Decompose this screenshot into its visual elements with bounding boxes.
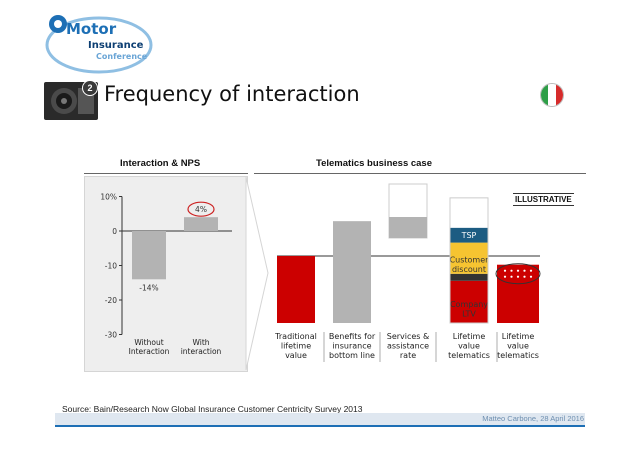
nps-bar xyxy=(184,217,218,231)
lifetime-highlight-circle xyxy=(495,263,541,285)
flag-white-stripe xyxy=(548,84,556,106)
dot-pattern xyxy=(510,275,513,278)
footer-line xyxy=(55,425,585,427)
logo-line3: Conference xyxy=(96,52,148,61)
nps-y-tick-label: 10% xyxy=(100,193,117,202)
highlight-circle xyxy=(187,201,215,217)
source-note: Source: Bain/Research Now Global Insuran… xyxy=(62,404,363,414)
nps-data-label: -14% xyxy=(139,283,158,292)
nps-y-tick-label: 0 xyxy=(112,227,117,236)
section-icon xyxy=(44,82,98,120)
left-section-rule xyxy=(84,173,248,174)
illustrative-label: ILLUSTRATIVE xyxy=(513,193,574,206)
footer-bar xyxy=(55,413,585,425)
nps-y-tick-label: -30 xyxy=(105,331,117,340)
italy-flag-icon xyxy=(541,84,563,106)
section-number-badge: 2 xyxy=(82,80,98,96)
page-title: Frequency of interaction xyxy=(104,82,360,106)
stack-outline xyxy=(449,197,489,324)
stack-tsp-label: TSP xyxy=(461,231,477,240)
dot-pattern xyxy=(529,269,533,272)
nps-y-tick-label: -20 xyxy=(105,296,117,305)
waterfall-bar xyxy=(389,217,427,238)
waterfall-bar xyxy=(277,256,315,323)
right-section-rule xyxy=(254,173,586,174)
dot-pattern xyxy=(516,269,520,272)
author-note: Matteo Carbone, 28 April 2016 xyxy=(482,414,584,423)
dot-pattern xyxy=(523,269,526,272)
motor-insurance-conference-logo: Motor Insurance Conference xyxy=(45,15,153,74)
stack-separator xyxy=(450,273,488,281)
dot-pattern xyxy=(523,275,526,278)
stack-tsp xyxy=(450,227,488,243)
dot-pattern xyxy=(529,275,533,278)
stack-company-ltv xyxy=(450,280,488,323)
dot-pattern xyxy=(516,275,520,278)
nps-bar xyxy=(132,231,166,280)
flag-green-stripe xyxy=(541,84,549,106)
stack-customer-discount xyxy=(450,242,488,274)
dot-pattern xyxy=(503,269,507,272)
logo-line1: Motor xyxy=(66,20,117,38)
right-section-label: Telematics business case xyxy=(316,158,432,169)
dot-pattern xyxy=(503,275,507,278)
nps-data-label: 4% xyxy=(195,205,207,214)
waterfall-bar xyxy=(333,221,371,323)
logo-line2: Insurance xyxy=(88,40,144,51)
dot-pattern xyxy=(510,269,513,272)
waterfall-bar xyxy=(497,264,539,323)
flag-red-stripe xyxy=(555,84,563,106)
nps-y-tick-label: -10 xyxy=(105,262,117,271)
left-section-label: Interaction & NPS xyxy=(120,158,201,169)
